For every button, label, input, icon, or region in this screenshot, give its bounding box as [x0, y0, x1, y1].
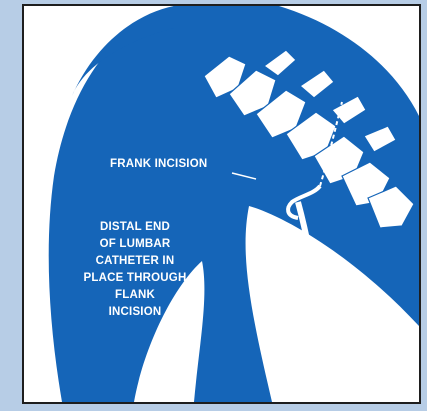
- catheter-label-line: DISTAL END: [66, 219, 204, 236]
- catheter-label-line: PLACE THROUGH: [66, 270, 204, 287]
- catheter-hub: [316, 371, 340, 386]
- patient-figure: [24, 6, 419, 402]
- catheter-label-line: OF LUMBAR: [66, 236, 204, 253]
- incision-label: FRANK INCISION: [110, 156, 250, 173]
- illustration-frame: FRANK INCISION DISTAL END OF LUMBAR CATH…: [22, 4, 421, 404]
- catheter-label-line: FLANK: [66, 287, 204, 304]
- catheter-label-line: CATHETER IN: [66, 253, 204, 270]
- catheter-label-line: INCISION: [66, 304, 204, 321]
- catheter-label: DISTAL END OF LUMBAR CATHETER IN PLACE T…: [66, 219, 204, 321]
